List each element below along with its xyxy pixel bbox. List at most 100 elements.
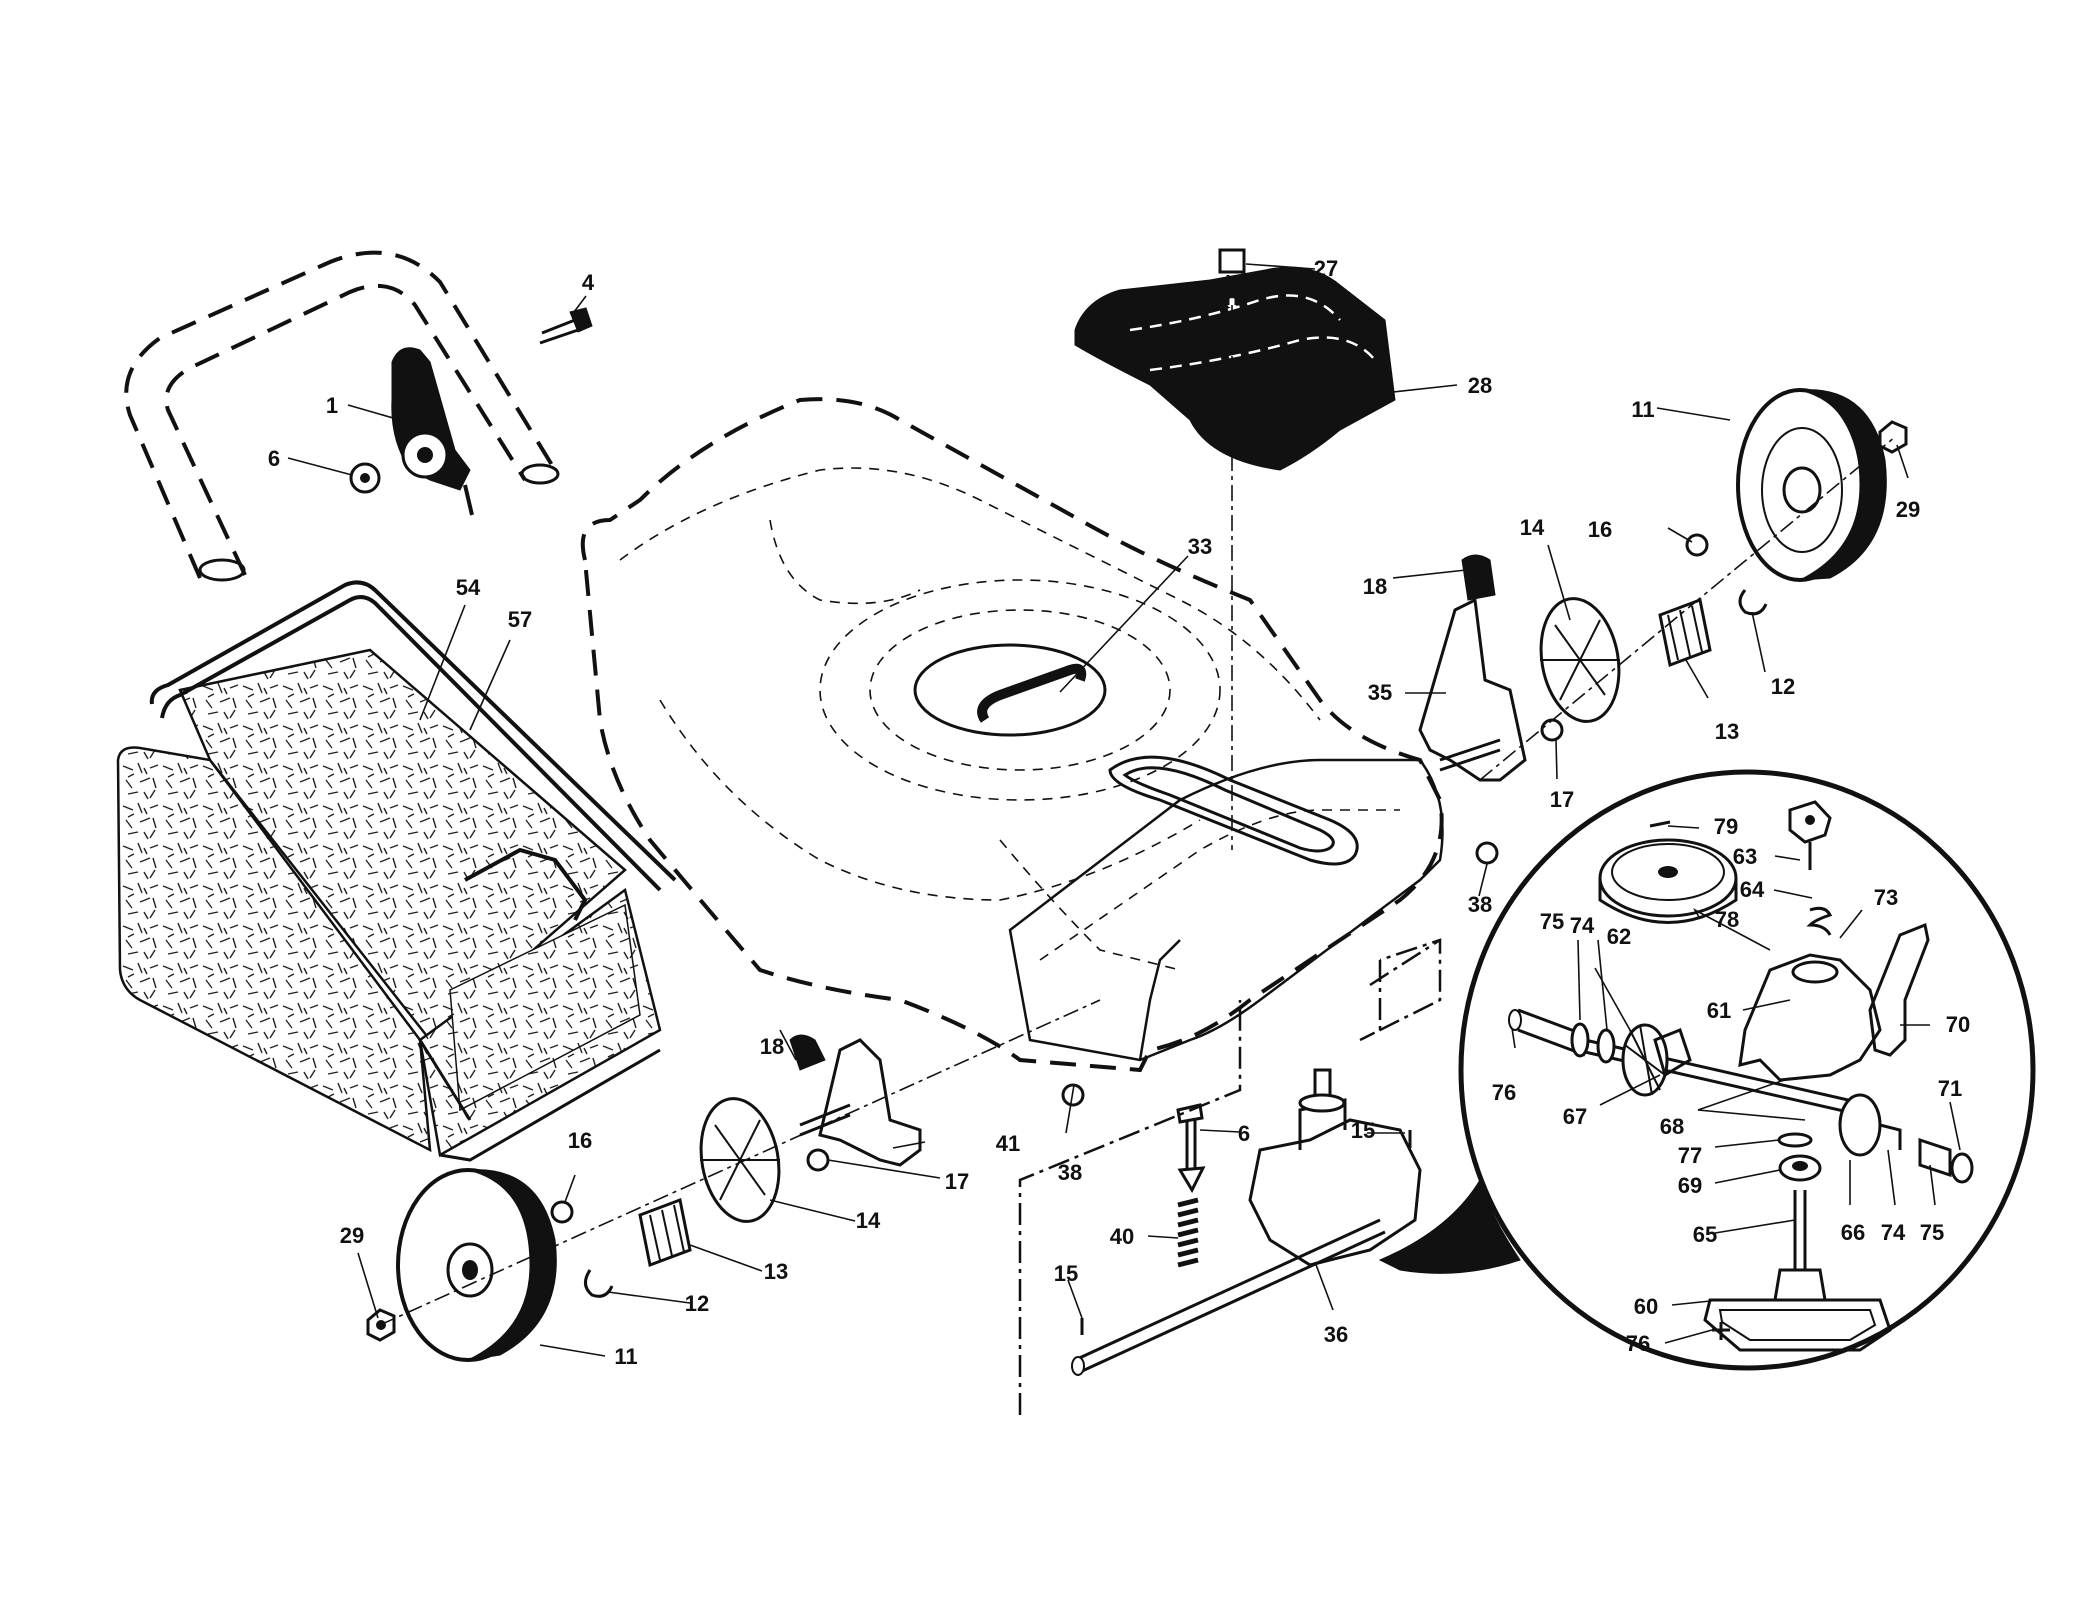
right-wheel-part [1736, 388, 1887, 582]
left-hubcap-plate-part [699, 1097, 781, 1223]
flap-bolt-part [1218, 248, 1246, 850]
callout-16-right: 16 [1588, 517, 1612, 542]
callout-72-top: 74 [1570, 913, 1595, 938]
callout-40: 40 [1110, 1224, 1134, 1249]
callout-63: 63 [1733, 844, 1757, 869]
bolt-part [539, 307, 593, 345]
callout-78: 78 [1715, 907, 1739, 932]
callout-79: 79 [1714, 814, 1738, 839]
callout-60: 60 [1634, 1294, 1658, 1319]
control-bracket-part [391, 347, 474, 516]
callout-29-left: 29 [340, 1223, 364, 1248]
left-washer-part [550, 1200, 574, 1224]
bearing-seal-part [1777, 1132, 1822, 1182]
callout-73: 73 [1874, 885, 1898, 910]
leader-lines [287, 263, 1961, 1357]
callout-17-right: 17 [1550, 787, 1574, 812]
callout-27: 27 [1314, 256, 1338, 281]
left-height-adjuster-part [789, 1034, 922, 1167]
callout-12-right: 12 [1771, 674, 1795, 699]
callout-14-left: 14 [856, 1208, 881, 1233]
callout-33: 33 [1188, 534, 1212, 559]
drive-belt-part [913, 643, 1359, 866]
callout-11-right: 11 [1631, 397, 1654, 422]
callout-12-left: 12 [685, 1291, 709, 1316]
spring-part [1177, 1197, 1199, 1268]
callout-72-bottom: 74 [1881, 1220, 1906, 1245]
callout-70: 70 [1946, 1012, 1970, 1037]
right-gear-part [1838, 1093, 1902, 1157]
callout-18-right: 18 [1363, 574, 1387, 599]
right-height-adjuster-part [1418, 554, 1527, 782]
callout-68: 68 [1660, 1114, 1684, 1139]
handle-outline [124, 250, 560, 582]
callout-17-left: 17 [945, 1169, 969, 1194]
right-pinion-part [1658, 597, 1712, 668]
left-retainer-part [584, 1269, 614, 1298]
right-spacer-part [1540, 718, 1564, 742]
left-wheel-part [396, 1168, 557, 1362]
callout-15-left: 15 [1054, 1261, 1078, 1286]
callout-16-left: 16 [568, 1128, 592, 1153]
callout-61: 61 [1707, 998, 1731, 1023]
callout-71: 71 [1938, 1076, 1962, 1101]
adjuster-bolt-part [1176, 1103, 1206, 1194]
transmission-part [1248, 1068, 1422, 1267]
right-washer-part [1685, 533, 1709, 557]
shift-fork-part [1868, 922, 1930, 1057]
right-bearing-part [1918, 1137, 1974, 1184]
callout-57: 57 [508, 607, 532, 632]
grass-bag-part [116, 580, 677, 1162]
callout-36: 36 [1324, 1322, 1348, 1347]
callout-labels: 1 4 6 27 28 11 29 16 14 18 12 13 33 35 1… [268, 256, 1970, 1369]
callout-38-left: 38 [1058, 1160, 1082, 1185]
callout-13-left: 13 [764, 1259, 788, 1284]
drive-shaft-part [1071, 1218, 1386, 1376]
left-spacer-part [806, 1148, 830, 1172]
shift-lever-part [1788, 800, 1832, 870]
gear-housing-part [1738, 953, 1882, 1082]
callout-69: 69 [1678, 1173, 1702, 1198]
deck-outline [580, 397, 1444, 1073]
callout-11-left: 11 [614, 1344, 637, 1369]
callout-35: 35 [1368, 680, 1392, 705]
callout-29-right: 29 [1896, 497, 1920, 522]
callout-64: 64 [1740, 877, 1765, 902]
callout-7: 6 [268, 446, 280, 471]
callout-54: 54 [456, 575, 481, 600]
callout-13-right: 13 [1715, 719, 1739, 744]
callout-77: 77 [1678, 1143, 1702, 1168]
callout-76: 76 [1626, 1331, 1650, 1356]
bushing-part [1061, 841, 1499, 1107]
pin-part [1080, 1130, 1412, 1335]
nut-part [349, 462, 381, 494]
callout-1: 1 [326, 393, 338, 418]
detent-spring-part [1806, 906, 1833, 936]
rear-flap-part [1074, 266, 1396, 471]
right-hubcap-plate-part [1539, 597, 1621, 723]
deck-front-housing [1008, 758, 1444, 1062]
callout-75: 76 [1492, 1080, 1516, 1105]
callout-62: 62 [1607, 924, 1631, 949]
callout-74-top: 75 [1540, 909, 1564, 934]
case-screw-part [1712, 1322, 1730, 1340]
pulley-part [1598, 838, 1738, 924]
clutch-part [1653, 1028, 1692, 1078]
callout-18-left: 18 [760, 1034, 784, 1059]
callout-67: 67 [1563, 1104, 1587, 1129]
callout-74-bottom: 75 [1920, 1220, 1944, 1245]
callout-6: 6 [1238, 1121, 1250, 1146]
callout-4: 4 [582, 270, 595, 295]
right-hub-cap-part [1878, 420, 1908, 454]
key-part [1649, 820, 1671, 828]
callout-38-right: 38 [1468, 892, 1492, 917]
left-pinion-part [638, 1197, 692, 1268]
callout-28: 28 [1468, 373, 1492, 398]
thrust-washer-part [1570, 1022, 1616, 1064]
callout-15-right: 15 [1351, 1118, 1375, 1143]
callout-41: 41 [996, 1131, 1020, 1156]
callout-65: 65 [1693, 1222, 1717, 1247]
detail-inset [1378, 769, 2036, 1371]
right-retainer-part [1738, 589, 1768, 616]
